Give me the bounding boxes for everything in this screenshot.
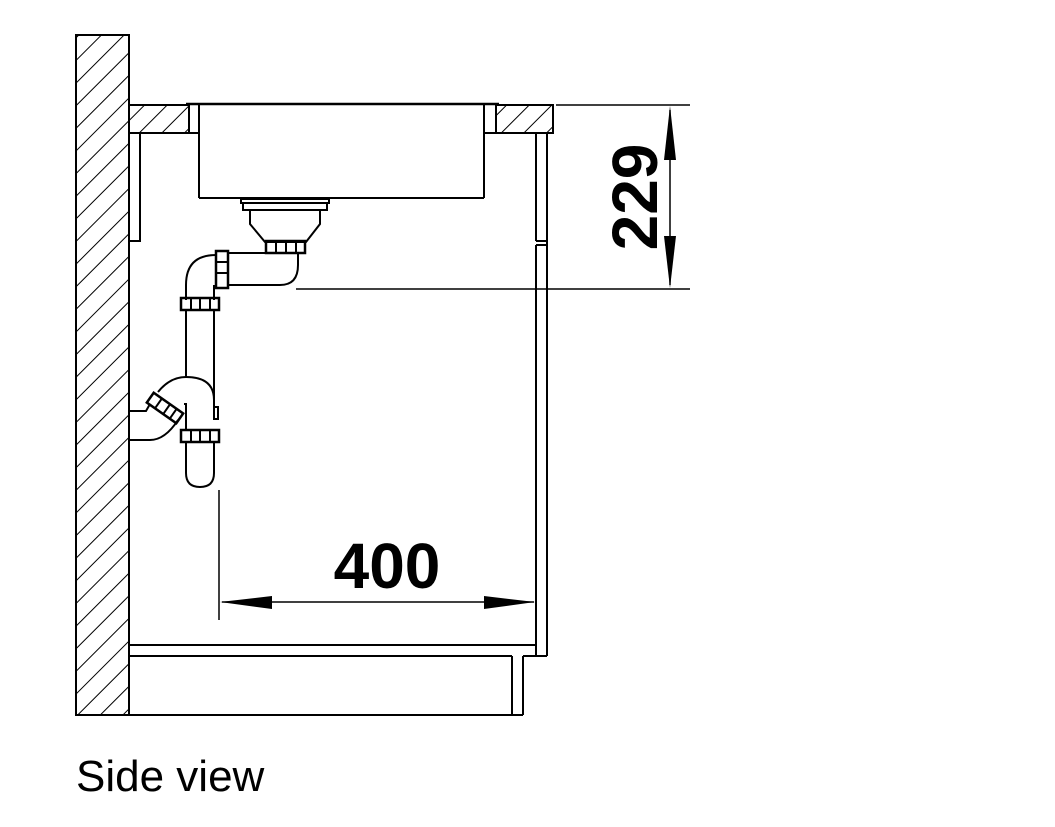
cabinet-left-panel [128, 132, 141, 242]
plinth [76, 655, 536, 716]
cabinet-front [535, 133, 548, 657]
wall [75, 34, 130, 716]
drain-elbow [185, 249, 299, 300]
drawing-caption: Side view [76, 752, 265, 801]
p-trap [130, 376, 221, 489]
dimension-width [218, 490, 535, 620]
dimension-height-label: 229 [599, 144, 671, 251]
sink-bowl [188, 105, 497, 199]
countertop-left [128, 104, 190, 134]
drain-strainer [240, 198, 330, 255]
countertop-right [495, 104, 554, 134]
dimension-width-label: 400 [334, 530, 441, 602]
dimension-height [296, 104, 690, 290]
cabinet-bottom [129, 644, 536, 657]
